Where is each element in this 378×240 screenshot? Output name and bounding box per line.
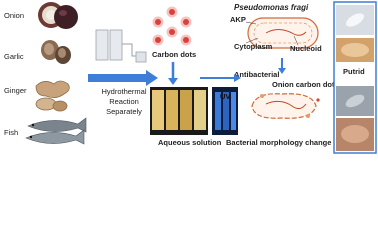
onion-image [38, 2, 78, 29]
vials-to-bacteria-arrow [200, 74, 241, 82]
dots-to-vials-arrow [168, 62, 178, 85]
bacteria-down-arrow [278, 58, 286, 74]
aqueous-solution-label: Aqueous solution [158, 138, 222, 147]
process-text: Hydrothermal Reaction Separately [98, 87, 150, 117]
antibacterial-label: Antibacterial [234, 70, 280, 79]
process-arrow [88, 70, 158, 86]
garlic-label: Garlic [4, 52, 24, 61]
nucleoid-label: Nucleoid [290, 44, 322, 53]
fish-label: Fish [4, 128, 19, 137]
morphology-label: Bacterial morphology change [226, 138, 332, 147]
carbon-dots-label: Carbon dots [152, 50, 197, 59]
ginger-label: Ginger [4, 86, 27, 95]
cytoplasm-label: Cytoplasm [234, 42, 273, 51]
fish-image [25, 117, 87, 145]
process-line-2: Reaction [109, 97, 139, 106]
bacterium-diagram [245, 17, 319, 49]
onion-cds-label: Onion carbon dots [272, 80, 339, 89]
putrid-label: Putrid [343, 67, 365, 76]
process-line-3: Separately [106, 107, 142, 116]
damaged-bacterium [251, 93, 320, 119]
akp-label: AKP [230, 15, 246, 24]
vials-image [150, 87, 238, 135]
carbon-dots-icon [152, 6, 192, 46]
reactor-icon [95, 29, 147, 63]
fillet-photos [333, 1, 377, 154]
onion-label: Onion [4, 11, 25, 20]
ginger-image [35, 80, 70, 112]
species-label: Pseudomonas fragi [234, 3, 309, 12]
process-line-1: Hydrothermal [101, 87, 147, 96]
garlic-image [41, 40, 71, 64]
uv-label: UV [220, 92, 231, 101]
